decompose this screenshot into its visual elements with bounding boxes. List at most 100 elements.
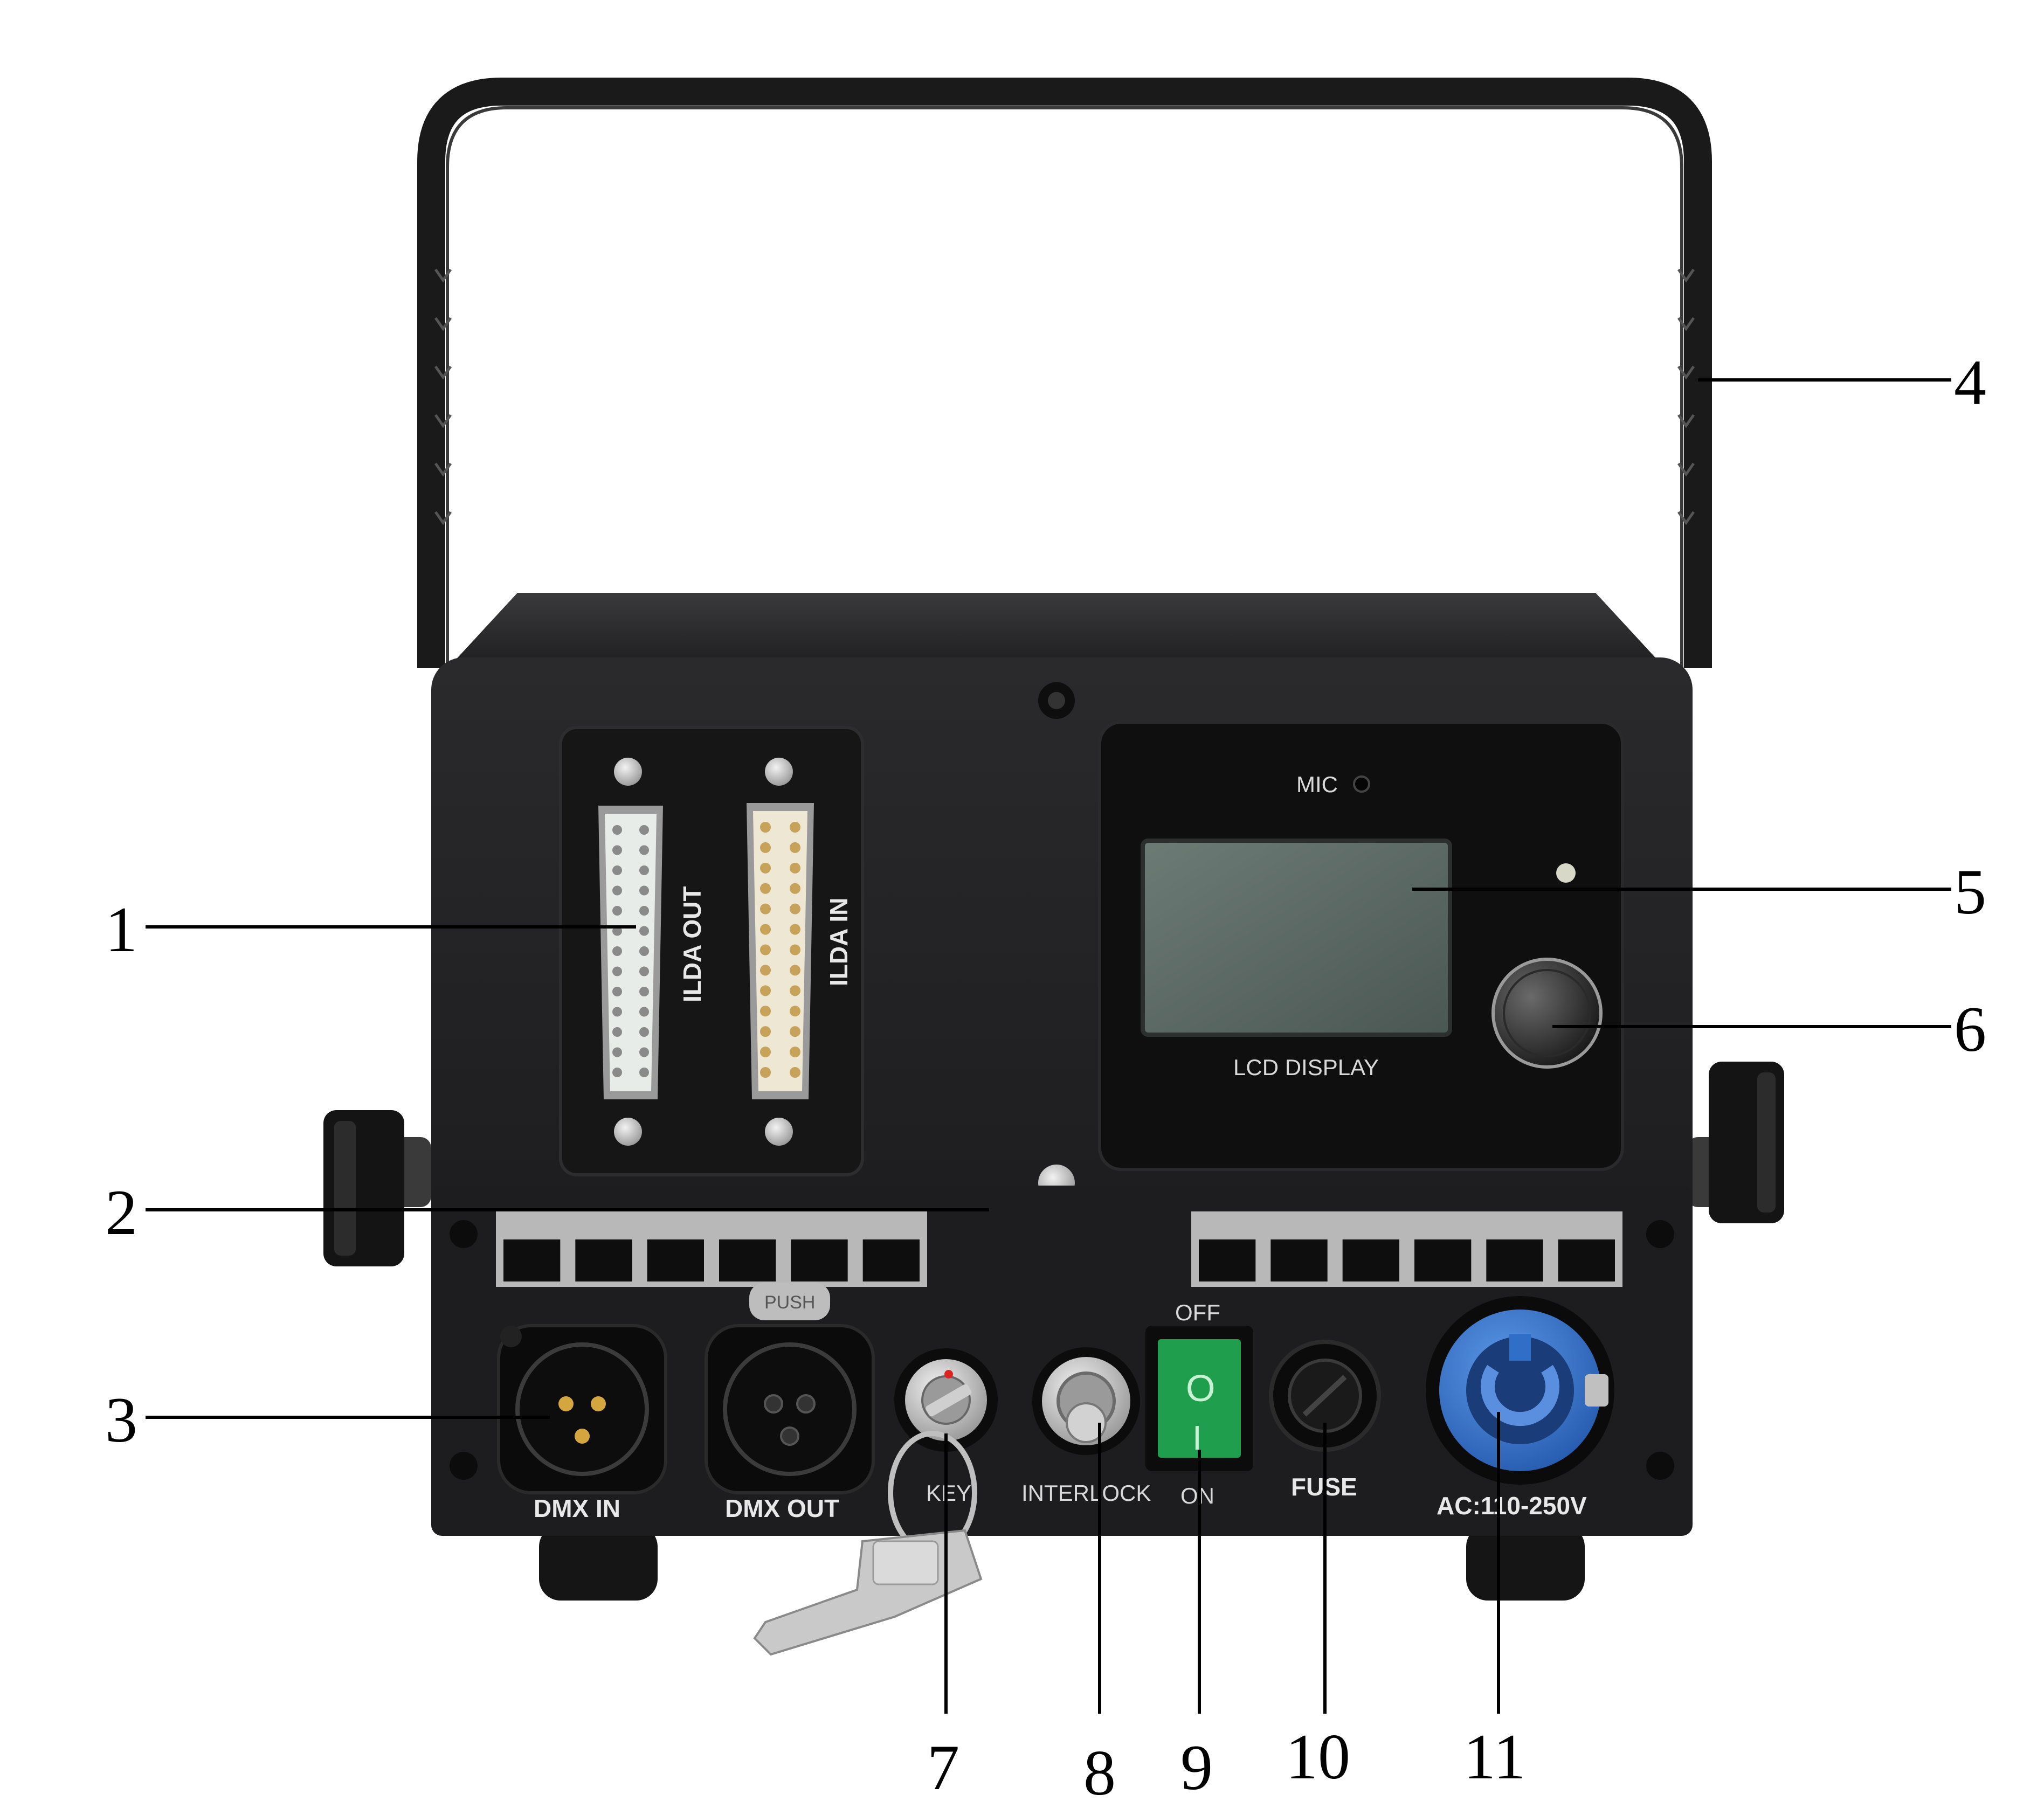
connector-pin bbox=[639, 825, 649, 835]
connector-pin bbox=[612, 1027, 622, 1037]
vent-slot bbox=[647, 1239, 704, 1281]
handle-notches-left bbox=[434, 268, 452, 525]
vent-slot bbox=[791, 1239, 848, 1281]
ilda-in-label: ILDA IN bbox=[825, 898, 853, 986]
left-lock-knob bbox=[323, 1110, 431, 1266]
connector-pin bbox=[790, 883, 800, 894]
interlock-label: INTERLOCK bbox=[1021, 1480, 1151, 1506]
connector-pin bbox=[790, 862, 800, 874]
connector-pin bbox=[790, 1026, 800, 1037]
callout-7: 7 bbox=[927, 1731, 959, 1803]
connector-pin bbox=[760, 965, 771, 976]
connector-pin bbox=[612, 906, 622, 916]
connector-pin bbox=[790, 1067, 800, 1078]
fuse-holder[interactable] bbox=[1269, 1340, 1381, 1452]
push-label: PUSH bbox=[764, 1292, 815, 1313]
connector-pin bbox=[639, 845, 649, 855]
ilda-screw bbox=[614, 758, 642, 786]
vent-slot bbox=[862, 1239, 920, 1281]
connector-pin bbox=[790, 924, 800, 935]
connector-pin bbox=[790, 985, 800, 996]
lcd-display-label: LCD DISPLAY bbox=[1233, 1055, 1379, 1080]
connector-pin bbox=[612, 1068, 622, 1077]
control-knob[interactable] bbox=[1491, 958, 1603, 1069]
callout-6: 6 bbox=[1954, 993, 1986, 1065]
vent-slot bbox=[1558, 1239, 1615, 1281]
foot-right bbox=[1466, 1525, 1585, 1601]
dmx-out-connector[interactable] bbox=[705, 1324, 875, 1494]
connector-pin bbox=[760, 822, 771, 833]
vent-slot bbox=[1270, 1239, 1328, 1281]
powercon-inlet[interactable] bbox=[1426, 1296, 1614, 1485]
callout-2: 2 bbox=[105, 1176, 137, 1248]
connector-pin bbox=[639, 906, 649, 916]
callout-10: 10 bbox=[1286, 1721, 1350, 1792]
ilda-out-label: ILDA OUT bbox=[678, 886, 706, 1003]
connector-pin bbox=[612, 885, 622, 896]
ilda-out-connector[interactable] bbox=[598, 806, 663, 1099]
switch-off-mark: O bbox=[1186, 1367, 1215, 1409]
dmx-in-label: DMX IN bbox=[534, 1494, 620, 1522]
housing-top bbox=[453, 593, 1660, 663]
handle-notches-right bbox=[1677, 268, 1695, 525]
ilda-in-connector[interactable] bbox=[747, 803, 814, 1099]
connector-pin bbox=[760, 1006, 771, 1017]
foot-left bbox=[539, 1525, 658, 1601]
ac-rating-label: AC:110-250V bbox=[1437, 1492, 1587, 1520]
power-switch[interactable]: O I bbox=[1145, 1326, 1253, 1471]
vent-slot bbox=[1414, 1239, 1472, 1281]
connector-pin bbox=[612, 946, 622, 956]
callout-5: 5 bbox=[1954, 856, 1986, 927]
connector-pin bbox=[790, 944, 800, 955]
connector-pin bbox=[639, 1068, 649, 1077]
off-label: OFF bbox=[1175, 1300, 1220, 1325]
connector-pin bbox=[790, 842, 800, 853]
callout-1: 1 bbox=[105, 893, 137, 965]
connector-pin bbox=[790, 1006, 800, 1017]
callout-9: 9 bbox=[1180, 1731, 1213, 1803]
connector-pin bbox=[639, 1027, 649, 1037]
callout-3: 3 bbox=[105, 1384, 137, 1456]
vent-slot bbox=[503, 1239, 561, 1281]
dmx-out-label: DMX OUT bbox=[725, 1494, 839, 1522]
status-led bbox=[1556, 863, 1576, 883]
callout-4: 4 bbox=[1954, 347, 1986, 418]
lcd-display[interactable] bbox=[1141, 839, 1452, 1037]
ilda-screw bbox=[614, 1118, 642, 1146]
connector-pin bbox=[612, 987, 622, 996]
key-label: KEY bbox=[926, 1480, 971, 1506]
connector-pin bbox=[760, 842, 771, 853]
ilda-panel: ILDA OUT ILDA IN bbox=[559, 726, 864, 1176]
vent-slot bbox=[1199, 1239, 1256, 1281]
vent-left bbox=[496, 1211, 927, 1287]
key-ring bbox=[753, 1431, 983, 1656]
ilda-in-pins bbox=[760, 822, 800, 1078]
ilda-screw bbox=[765, 758, 793, 786]
vent-slot bbox=[575, 1239, 632, 1281]
interlock-connector[interactable] bbox=[1032, 1347, 1140, 1455]
connector-pin bbox=[760, 985, 771, 996]
panel-screws bbox=[450, 1220, 1674, 1480]
connector-pin bbox=[612, 865, 622, 875]
connector-pin bbox=[760, 944, 771, 955]
callout-11: 11 bbox=[1463, 1721, 1526, 1792]
push-latch[interactable]: PUSH bbox=[749, 1283, 830, 1320]
connector-pin bbox=[760, 1047, 771, 1058]
top-screw bbox=[1038, 682, 1075, 719]
connector-pin bbox=[612, 1007, 622, 1017]
ilda-out-pins bbox=[612, 825, 649, 1077]
switch-on-mark: I bbox=[1192, 1418, 1202, 1457]
connector-pin bbox=[639, 1007, 649, 1017]
dmx-in-connector[interactable] bbox=[497, 1324, 667, 1494]
connector-pin bbox=[639, 987, 649, 996]
display-panel: MIC LCD DISPLAY bbox=[1098, 721, 1624, 1171]
key-switch[interactable] bbox=[894, 1348, 998, 1452]
connector-pin bbox=[760, 1067, 771, 1078]
ilda-screw bbox=[765, 1118, 793, 1146]
connector-pin bbox=[639, 1047, 649, 1057]
connector-pin bbox=[790, 903, 800, 915]
connector-pin bbox=[639, 885, 649, 896]
mounting-handle bbox=[417, 78, 1712, 668]
connector-pin bbox=[790, 1047, 800, 1058]
